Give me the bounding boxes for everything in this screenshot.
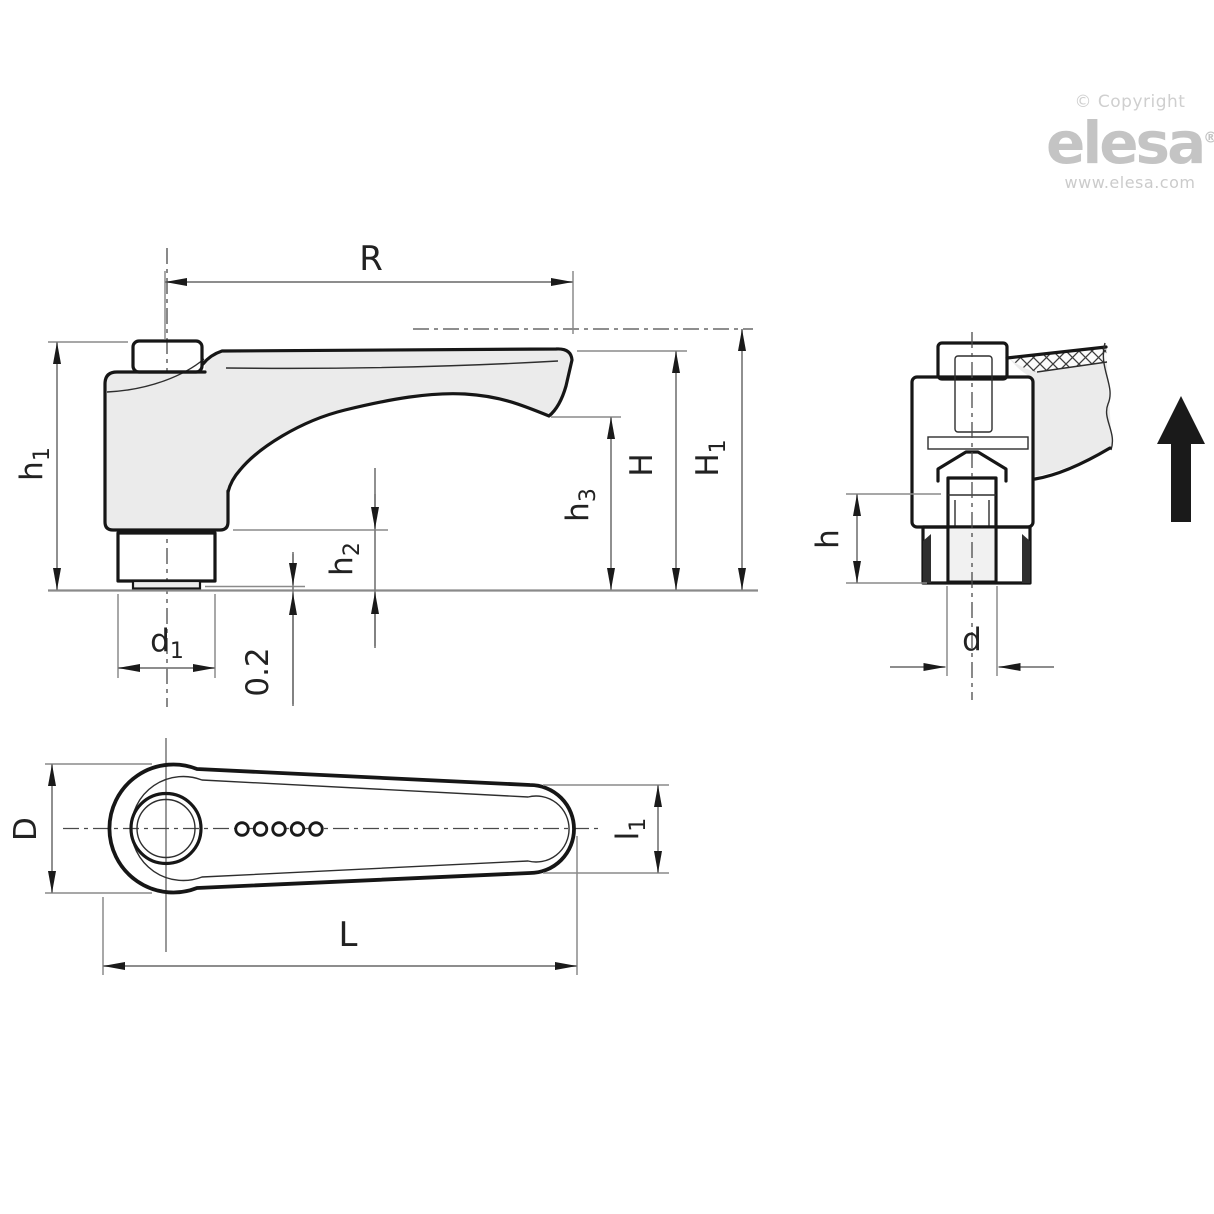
label-d: d [962,622,982,658]
nut-collar [131,579,202,590]
direction-up-arrow [1157,396,1205,522]
label-H: H [624,453,660,476]
label-tolerance: 0.2 [240,647,276,696]
nut-chamfer-left [923,534,931,583]
handle-outline [201,347,574,494]
top-view: D l1 L [8,738,669,975]
body-blend-line [106,358,205,393]
section-step [927,436,1029,450]
label-h2: h2 [324,542,365,576]
handle-top-inner-line [225,360,559,370]
label-L: L [339,915,358,955]
arm-inner-edge [1036,361,1108,373]
hub-hole-chamfer [136,798,196,859]
side-view: R h1 h2 0.2 d1 h3 H H1 [14,239,758,707]
label-R: R [359,239,383,279]
copyright-text: © Copyright [1074,92,1186,112]
label-H1: H1 [690,439,731,476]
arm-hatch-band [1009,347,1107,372]
registered-mark: ® [1203,128,1214,147]
top-outer-contour [107,762,576,895]
arm-fill [1009,347,1112,477]
top-inner-contour [130,775,570,882]
hub-hole [129,791,203,866]
brand-url: www.elesa.com [1064,173,1196,192]
arm-top-edge [1005,345,1108,360]
index-holes [234,821,324,837]
label-h1: h1 [14,447,55,481]
label-h3: h3 [560,488,601,522]
label-h: h [810,529,846,549]
label-d1: d1 [150,623,184,664]
label-D: D [8,817,44,841]
nut-chamfer-right [1022,534,1030,583]
brand-name: elesa [1046,109,1206,177]
arm-break-line [1102,342,1114,451]
clamp-body-outline [103,370,230,532]
section-view: h d [810,332,1205,700]
arm-underside-curve [1033,446,1112,481]
lever-body-fill [105,348,572,530]
label-l1: l1 [610,818,651,841]
brand-logo: elesa® [1046,114,1214,172]
brand-watermark: © Copyright elesa® www.elesa.com [1046,92,1214,192]
section-cap-slot [954,355,993,433]
push-button-cap [131,339,204,374]
